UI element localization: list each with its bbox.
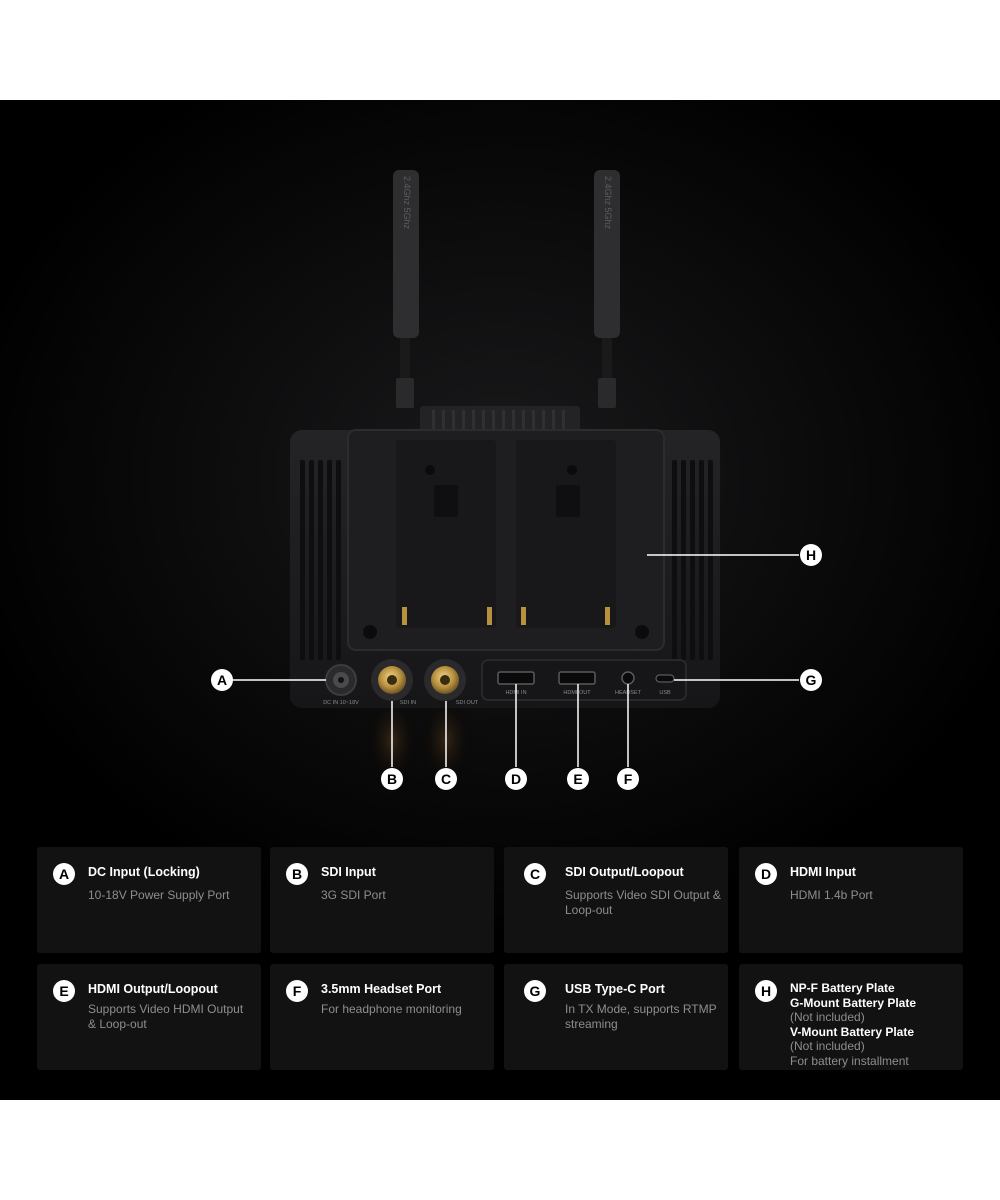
card-h-line-np-f: NP-F Battery Plate	[790, 981, 895, 995]
port-card-b: B SDI Input 3G SDI Port	[270, 847, 494, 953]
card-description: In TX Mode, supports RTMP streaming	[565, 1002, 717, 1031]
card-h-lines: NP-F Battery Plate G-Mount Battery Plate…	[790, 981, 960, 1068]
card-description: 10-18V Power Supply Port	[88, 888, 230, 902]
card-description: For headphone monitoring	[321, 1002, 462, 1016]
port-card-e: E HDMI Output/Loopout Supports Video HDM…	[37, 964, 261, 1070]
hdmi-output-port: HDMI OUT	[558, 671, 596, 696]
dc-port-label: DC IN 10~18V	[323, 700, 359, 706]
sdi-input-port: SDI IN	[371, 659, 416, 706]
card-badge: D	[755, 863, 777, 885]
card-title: HDMI Output/Loopout	[88, 982, 218, 996]
port-card-f: F 3.5mm Headset Port For headphone monit…	[270, 964, 494, 1070]
port-card-g: G USB Type-C Port In TX Mode, supports R…	[504, 964, 728, 1070]
card-badge: F	[286, 980, 308, 1002]
callout-g: G	[800, 669, 822, 691]
port-card-c: C SDI Output/Loopout Supports Video SDI …	[504, 847, 728, 953]
sdi-out-label: SDI OUT	[456, 700, 479, 706]
card-title: USB Type-C Port	[565, 982, 665, 996]
antenna-right: 2.4Ghz 5Ghz	[594, 170, 620, 408]
usb-port: USB	[655, 674, 675, 696]
card-badge: A	[53, 863, 75, 885]
antenna-right-label: 2.4Ghz 5Ghz	[603, 176, 613, 230]
product-image-area: 2.4Ghz 5Ghz 2.4Ghz 5Ghz	[0, 100, 1000, 1100]
callout-h: H	[800, 544, 822, 566]
dc-input-port: DC IN 10~18V	[323, 664, 359, 706]
card-badge: G	[524, 980, 546, 1002]
card-title: SDI Input	[321, 865, 376, 879]
port-card-a: A DC Input (Locking) 10-18V Power Supply…	[37, 847, 261, 953]
battery-plate	[347, 429, 665, 651]
callout-d: D	[505, 768, 527, 790]
card-title: SDI Output/Loopout	[565, 865, 684, 879]
antenna-left-label: 2.4Ghz 5Ghz	[402, 176, 412, 230]
antenna-left: 2.4Ghz 5Ghz	[393, 170, 419, 408]
card-description: 3G SDI Port	[321, 888, 386, 902]
callout-e: E	[567, 768, 589, 790]
card-badge: E	[53, 980, 75, 1002]
card-h-line-g-mount: G-Mount Battery Plate	[790, 995, 917, 1010]
device-illustration: 2.4Ghz 5Ghz 2.4Ghz 5Ghz	[0, 100, 1000, 940]
port-card-d: D HDMI Input HDMI 1.4b Port	[739, 847, 963, 953]
card-description: Supports Video SDI Output & Loop-out	[565, 888, 721, 917]
port-card-h: H NP-F Battery Plate G-Mount Battery Pla…	[739, 964, 963, 1070]
card-badge: C	[524, 863, 546, 885]
card-title: DC Input (Locking)	[88, 865, 200, 879]
card-description: HDMI 1.4b Port	[790, 888, 873, 902]
card-h-line-not-included-1: (Not included)	[790, 1010, 865, 1024]
card-description: Supports Video HDMI Output & Loop-out	[88, 1002, 244, 1031]
card-title: 3.5mm Headset Port	[321, 982, 442, 996]
card-badge: H	[755, 980, 777, 1002]
callout-f: F	[617, 768, 639, 790]
card-h-line-installment: For battery installment	[790, 1053, 909, 1068]
callout-leader-lines	[233, 554, 799, 767]
callout-c: C	[435, 768, 457, 790]
sdi-in-label: SDI IN	[400, 700, 416, 706]
callout-b: B	[381, 768, 403, 790]
sdi-output-port: SDI OUT	[424, 659, 479, 706]
usb-label: USB	[659, 690, 671, 696]
card-badge: B	[286, 863, 308, 885]
card-h-line-v-mount: V-Mount Battery Plate	[790, 1024, 915, 1039]
callout-a: A	[211, 669, 233, 691]
card-h-line-not-included-2: (Not included)	[790, 1039, 865, 1053]
card-title: HDMI Input	[790, 865, 856, 879]
